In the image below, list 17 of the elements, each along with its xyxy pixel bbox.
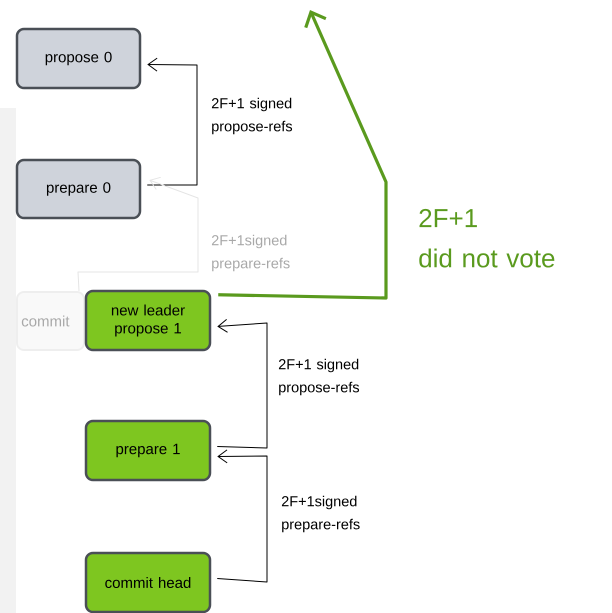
edge-label: 2F+1signed prepare-refs xyxy=(212,234,290,272)
edge-label: 2F+1 signed propose-refs xyxy=(212,98,292,134)
process-box: commit head xyxy=(84,552,212,613)
process-box: prepare 1 xyxy=(84,420,212,482)
process-box: commit xyxy=(16,291,85,351)
process-box: propose 0 xyxy=(16,28,142,90)
arrow xyxy=(78,176,198,292)
annotation-text: 2F+1 xyxy=(420,208,477,228)
arrow xyxy=(216,449,268,582)
edge-label: 2F+1signed prepare-refs xyxy=(282,496,360,532)
process-box: prepare 0 xyxy=(16,158,142,220)
edge-label: 2F+1 signed propose-refs xyxy=(278,358,360,396)
process-box: new leader propose 1 xyxy=(84,290,212,352)
arrow xyxy=(216,318,268,448)
arrow xyxy=(218,10,388,300)
annotation-text: did not vote xyxy=(419,248,554,268)
arrow xyxy=(146,58,198,186)
